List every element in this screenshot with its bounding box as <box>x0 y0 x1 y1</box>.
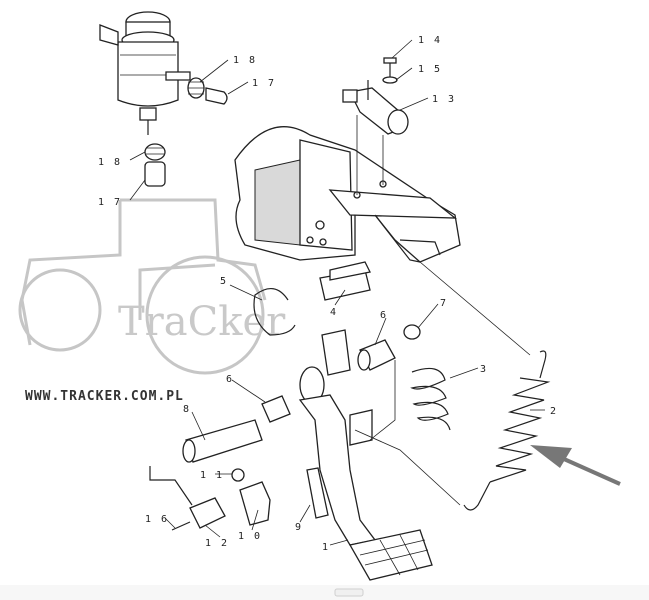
switch-12 <box>149 466 226 529</box>
screw-13 <box>171 521 191 531</box>
callout-3: 3 <box>480 364 488 375</box>
callout-7: 7 <box>440 298 448 309</box>
callout-18-upper: 1 8 <box>233 55 257 66</box>
hose-clamp-lower <box>144 143 166 161</box>
watermark-tractor-icon <box>18 198 267 375</box>
master-cylinder <box>342 80 409 135</box>
watermark-site-url: WWW.TRACKER.COM.PL <box>25 389 184 404</box>
pointer-arrow-icon <box>530 445 621 486</box>
switch-bracket-10 <box>239 481 271 526</box>
callouts: 1 8 1 7 1 8 1 7 1 4 1 5 1 3 5 4 6 7 3 2 … <box>98 35 558 553</box>
callout-16: 1 5 <box>418 64 442 75</box>
rod-9 <box>306 467 329 519</box>
clutch-pedal <box>298 329 433 581</box>
circlip-5 <box>253 288 296 336</box>
callout-15: 1 4 <box>418 35 442 46</box>
clutch-cable <box>354 261 531 506</box>
callout-11: 1 1 <box>200 470 224 481</box>
callout-9: 9 <box>295 522 303 533</box>
tension-spring-2 <box>463 350 551 511</box>
callout-13: 1 6 <box>145 514 169 525</box>
callout-18-lower: 1 8 <box>98 157 122 168</box>
hose-clamp-upper <box>187 77 205 99</box>
horizontal-scrollbar[interactable] <box>0 585 649 600</box>
clip-7 <box>403 324 421 340</box>
bushing-6-upper <box>357 339 396 371</box>
callout-6-lower: 6 <box>226 374 234 385</box>
hose-upper <box>205 87 228 105</box>
bushing-4 <box>319 261 371 301</box>
callout-4: 4 <box>330 307 338 318</box>
callout-8: 8 <box>183 404 191 415</box>
callout-6-upper: 6 <box>380 310 388 321</box>
clip-11 <box>231 468 245 482</box>
return-spring-3 <box>410 367 451 431</box>
washer-16 <box>382 76 398 84</box>
hose-lower <box>144 161 166 187</box>
watermark-logo: TraCker <box>118 299 286 345</box>
callout-1: 1 <box>322 542 330 553</box>
callout-14: 1 3 <box>432 94 456 105</box>
callout-12: 1 2 <box>205 538 229 549</box>
callout-10: 1 0 <box>238 531 262 542</box>
pedal-bracket <box>234 115 461 263</box>
leader-lines <box>129 39 545 546</box>
scrollbar-thumb[interactable] <box>334 588 364 597</box>
callout-5: 5 <box>220 276 228 287</box>
callout-17-upper: 1 7 <box>252 78 276 89</box>
fluid-reservoir <box>99 11 191 135</box>
callout-17-lower: 1 7 <box>98 197 122 208</box>
callout-2: 2 <box>550 406 558 417</box>
pivot-shaft-8 <box>182 419 263 463</box>
bushing-6-lower <box>261 395 291 423</box>
